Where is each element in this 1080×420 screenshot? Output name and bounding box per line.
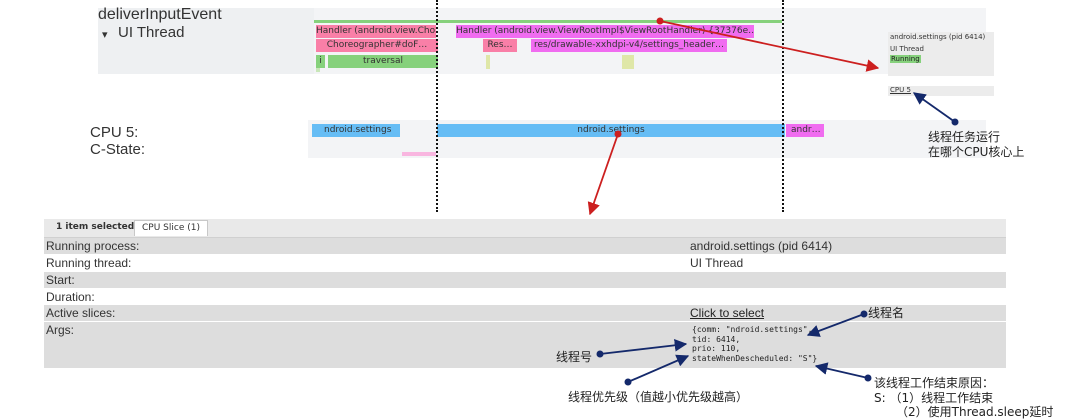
annotation-thread-name: 线程名 — [868, 306, 905, 320]
arrow-cpu-core — [912, 92, 959, 126]
slice-i[interactable]: i — [316, 55, 325, 68]
mini-thread: UI Thread — [890, 45, 924, 53]
mini-cpu-box — [888, 86, 994, 96]
running-thread-label: Running thread: — [46, 256, 132, 270]
args-state: stateWhenDescheduled: "S"} — [692, 353, 818, 363]
row-running-process: Running process: android.settings (pid 6… — [44, 238, 1006, 254]
arrow-thread-name — [806, 310, 868, 337]
annotation-priority: 线程优先级（值越小优先级越高） — [568, 390, 749, 404]
active-slices-label: Active slices: — [46, 306, 116, 320]
row-active-slices: Active slices: — [44, 305, 1006, 321]
slice-choreographer-doframe[interactable]: Choreographer#doF… — [316, 39, 438, 52]
input-event-bar — [314, 20, 782, 23]
slice-small-c — [622, 55, 634, 69]
args-tid: tid: 6414, — [692, 334, 741, 344]
row-args: Args: — [44, 322, 1006, 368]
slice-small-a — [316, 68, 320, 72]
cstate-label: C-State: — [90, 141, 146, 158]
row-duration: Duration: — [44, 289, 1006, 305]
selected-count: 1 item selected. — [56, 222, 138, 232]
mini-process: android.settings (pid 6414) — [890, 33, 986, 41]
slice-handler-viewroot[interactable]: Handler (android.view.ViewRootImpl$ViewR… — [456, 25, 754, 38]
arrow-thread-to-info — [656, 17, 880, 72]
time-marker-right[interactable] — [782, 0, 784, 212]
details-tab-bar — [44, 219, 1006, 238]
cstate-bar — [402, 152, 436, 156]
mini-info-box — [888, 32, 994, 76]
running-process-value: android.settings (pid 6414) — [690, 239, 833, 253]
slice-res[interactable]: Res… — [483, 39, 517, 52]
args-value: {comm: "ndroid.settings", tid: 6414, pri… — [692, 325, 817, 363]
deliver-input-event-label: deliverInputEvent — [98, 6, 222, 23]
time-marker-left[interactable] — [436, 0, 438, 212]
row-running-thread: Running thread: UI Thread — [44, 255, 1006, 271]
running-process-label: Running process: — [46, 239, 140, 253]
cpu-label: CPU 5: — [90, 124, 139, 141]
duration-label: Duration: — [46, 290, 95, 304]
arrow-priority — [624, 354, 690, 386]
slice-small-b — [486, 55, 490, 69]
slice-res-drawable[interactable]: res/drawable-xxhdpi-v4/settings_header… — [531, 39, 727, 52]
tab-cpu-slice[interactable]: CPU Slice (1) — [134, 220, 208, 236]
mini-state: Running — [890, 55, 921, 63]
ui-thread-label[interactable]: UI Thread — [118, 24, 185, 41]
running-thread-value: UI Thread — [690, 256, 744, 270]
args-comm: {comm: "ndroid.settings", — [692, 325, 813, 334]
annotation-end-reason-1: 该线程工作结束原因： — [874, 376, 995, 390]
start-label: Start: — [46, 273, 75, 287]
arrow-end-reason — [814, 362, 872, 382]
cpu-slice-3[interactable]: andr… — [786, 124, 824, 137]
cpu-slice-1[interactable]: ndroid.settings — [312, 124, 400, 137]
args-prio: prio: 110, — [692, 344, 741, 353]
cpu-slice-2[interactable]: ndroid.settings — [437, 124, 785, 137]
slice-traversal[interactable]: traversal — [328, 55, 438, 68]
mini-cpu: CPU 5 — [890, 86, 911, 94]
annotation-end-reason-2: S: （1）线程工作结束 — [874, 391, 994, 405]
arrow-cpu-to-details — [587, 130, 622, 216]
row-start: Start: — [44, 272, 1006, 288]
annotation-cpu-core-2: 在哪个CPU核心上 — [928, 145, 1025, 159]
annotation-end-reason-3: （2）使用Thread.sleep延时 — [896, 405, 1054, 419]
slice-handler-choreographer[interactable]: Handler (android.view.Cho… — [316, 25, 436, 38]
annotation-cpu-core-1: 线程任务运行 — [928, 130, 1001, 144]
expand-toggle-icon[interactable]: ▾ — [102, 28, 108, 41]
args-label: Args: — [46, 323, 75, 337]
arrow-thread-id — [596, 339, 688, 358]
click-to-select-link[interactable]: Click to select — [690, 306, 765, 320]
annotation-thread-id: 线程号 — [556, 350, 593, 364]
